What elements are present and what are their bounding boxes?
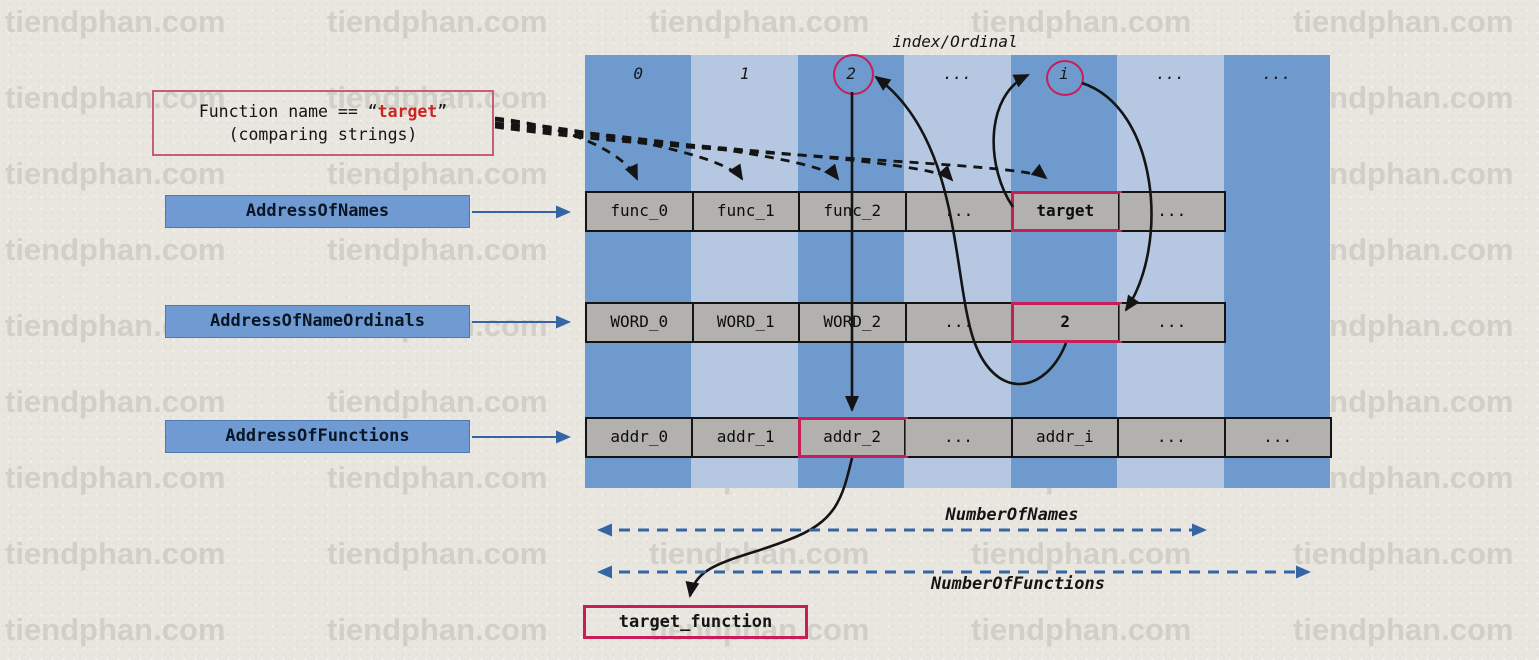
index-2-circle	[833, 54, 874, 95]
watermark-text: tiendphan.com	[327, 80, 548, 115]
watermark-text: tiendphan.com	[327, 384, 548, 419]
table-cell: addr_2	[797, 417, 909, 458]
table-cell: addr_0	[587, 419, 694, 456]
condition-box: Function name == “target” (comparing str…	[152, 90, 494, 156]
table-cell: ...	[906, 419, 1013, 456]
watermark-text: tiendphan.com	[971, 4, 1192, 39]
table-cell: WORD_1	[693, 304, 800, 341]
watermark-text: tiendphan.com	[1293, 4, 1514, 39]
table-cell: ...	[1225, 419, 1330, 456]
index-i-circle	[1046, 60, 1084, 96]
watermark-text: tiendphan.com	[327, 4, 548, 39]
pointer-label-addressoffunctions: AddressOfFunctions	[165, 420, 470, 453]
table-cell: addr_i	[1012, 419, 1120, 456]
table-cell: func_1	[693, 193, 800, 230]
watermark-text: tiendphan.com	[327, 612, 548, 647]
watermark-text: tiendphan.com	[5, 156, 226, 191]
watermark-text: tiendphan.com	[649, 536, 870, 571]
table-cell: ...	[1119, 304, 1224, 341]
index-column-label: ...	[1262, 64, 1292, 83]
numberofnames-label: NumberOfNames	[945, 505, 1079, 525]
condition-target-text: target	[377, 102, 438, 121]
table-cell: func_2	[800, 193, 907, 230]
numberoffunctions-label: NumberOfFunctions	[931, 574, 1105, 594]
watermark-text: tiendphan.com	[327, 460, 548, 495]
watermark-text: tiendphan.com	[5, 80, 226, 115]
watermark-text: tiendphan.com	[5, 460, 226, 495]
index-column-label: ...	[943, 64, 972, 83]
watermark-text: tiendphan.com	[5, 612, 226, 647]
watermark-text: tiendphan.com	[5, 384, 226, 419]
pointer-label-addressofnameordinals: AddressOfNameOrdinals	[165, 305, 470, 338]
table-cell: 2	[1011, 302, 1122, 343]
target-function-box: target_function	[583, 605, 808, 639]
index-column-label: ...	[1155, 64, 1185, 83]
table-cell: func_0	[587, 193, 694, 230]
table-cell: ...	[1119, 419, 1226, 456]
index-column-label: 1	[739, 64, 750, 83]
table-cell: ...	[906, 304, 1013, 341]
table-cell: WORD_0	[587, 304, 694, 341]
index-ordinal-label: index/Ordinal	[892, 32, 1018, 51]
table-cell: ...	[1119, 193, 1224, 230]
table-cell: addr_1	[693, 419, 800, 456]
watermark-text: tiendphan.com	[649, 4, 870, 39]
watermark-text: tiendphan.com	[327, 536, 548, 571]
condition-line2: (comparing strings)	[228, 125, 418, 144]
watermark-text: tiendphan.com	[5, 536, 226, 571]
table-cell: target	[1011, 191, 1122, 232]
condition-line1: Function name == “target”	[198, 102, 448, 121]
table-cell: WORD_2	[800, 304, 907, 341]
watermark-text: tiendphan.com	[1293, 612, 1514, 647]
watermark-text: tiendphan.com	[327, 232, 548, 267]
index-column-label: 0	[633, 64, 644, 83]
table-cell: ...	[906, 193, 1013, 230]
pointer-label-addressofnames: AddressOfNames	[165, 195, 470, 228]
watermark-text: tiendphan.com	[971, 612, 1192, 647]
index-column: ...	[1223, 55, 1330, 488]
watermark-text: tiendphan.com	[1293, 536, 1514, 571]
watermark-text: tiendphan.com	[5, 232, 226, 267]
watermark-text: tiendphan.com	[5, 4, 226, 39]
watermark-text: tiendphan.com	[649, 612, 870, 647]
watermark-text: tiendphan.com	[971, 536, 1192, 571]
watermark-text: tiendphan.com	[327, 156, 548, 191]
